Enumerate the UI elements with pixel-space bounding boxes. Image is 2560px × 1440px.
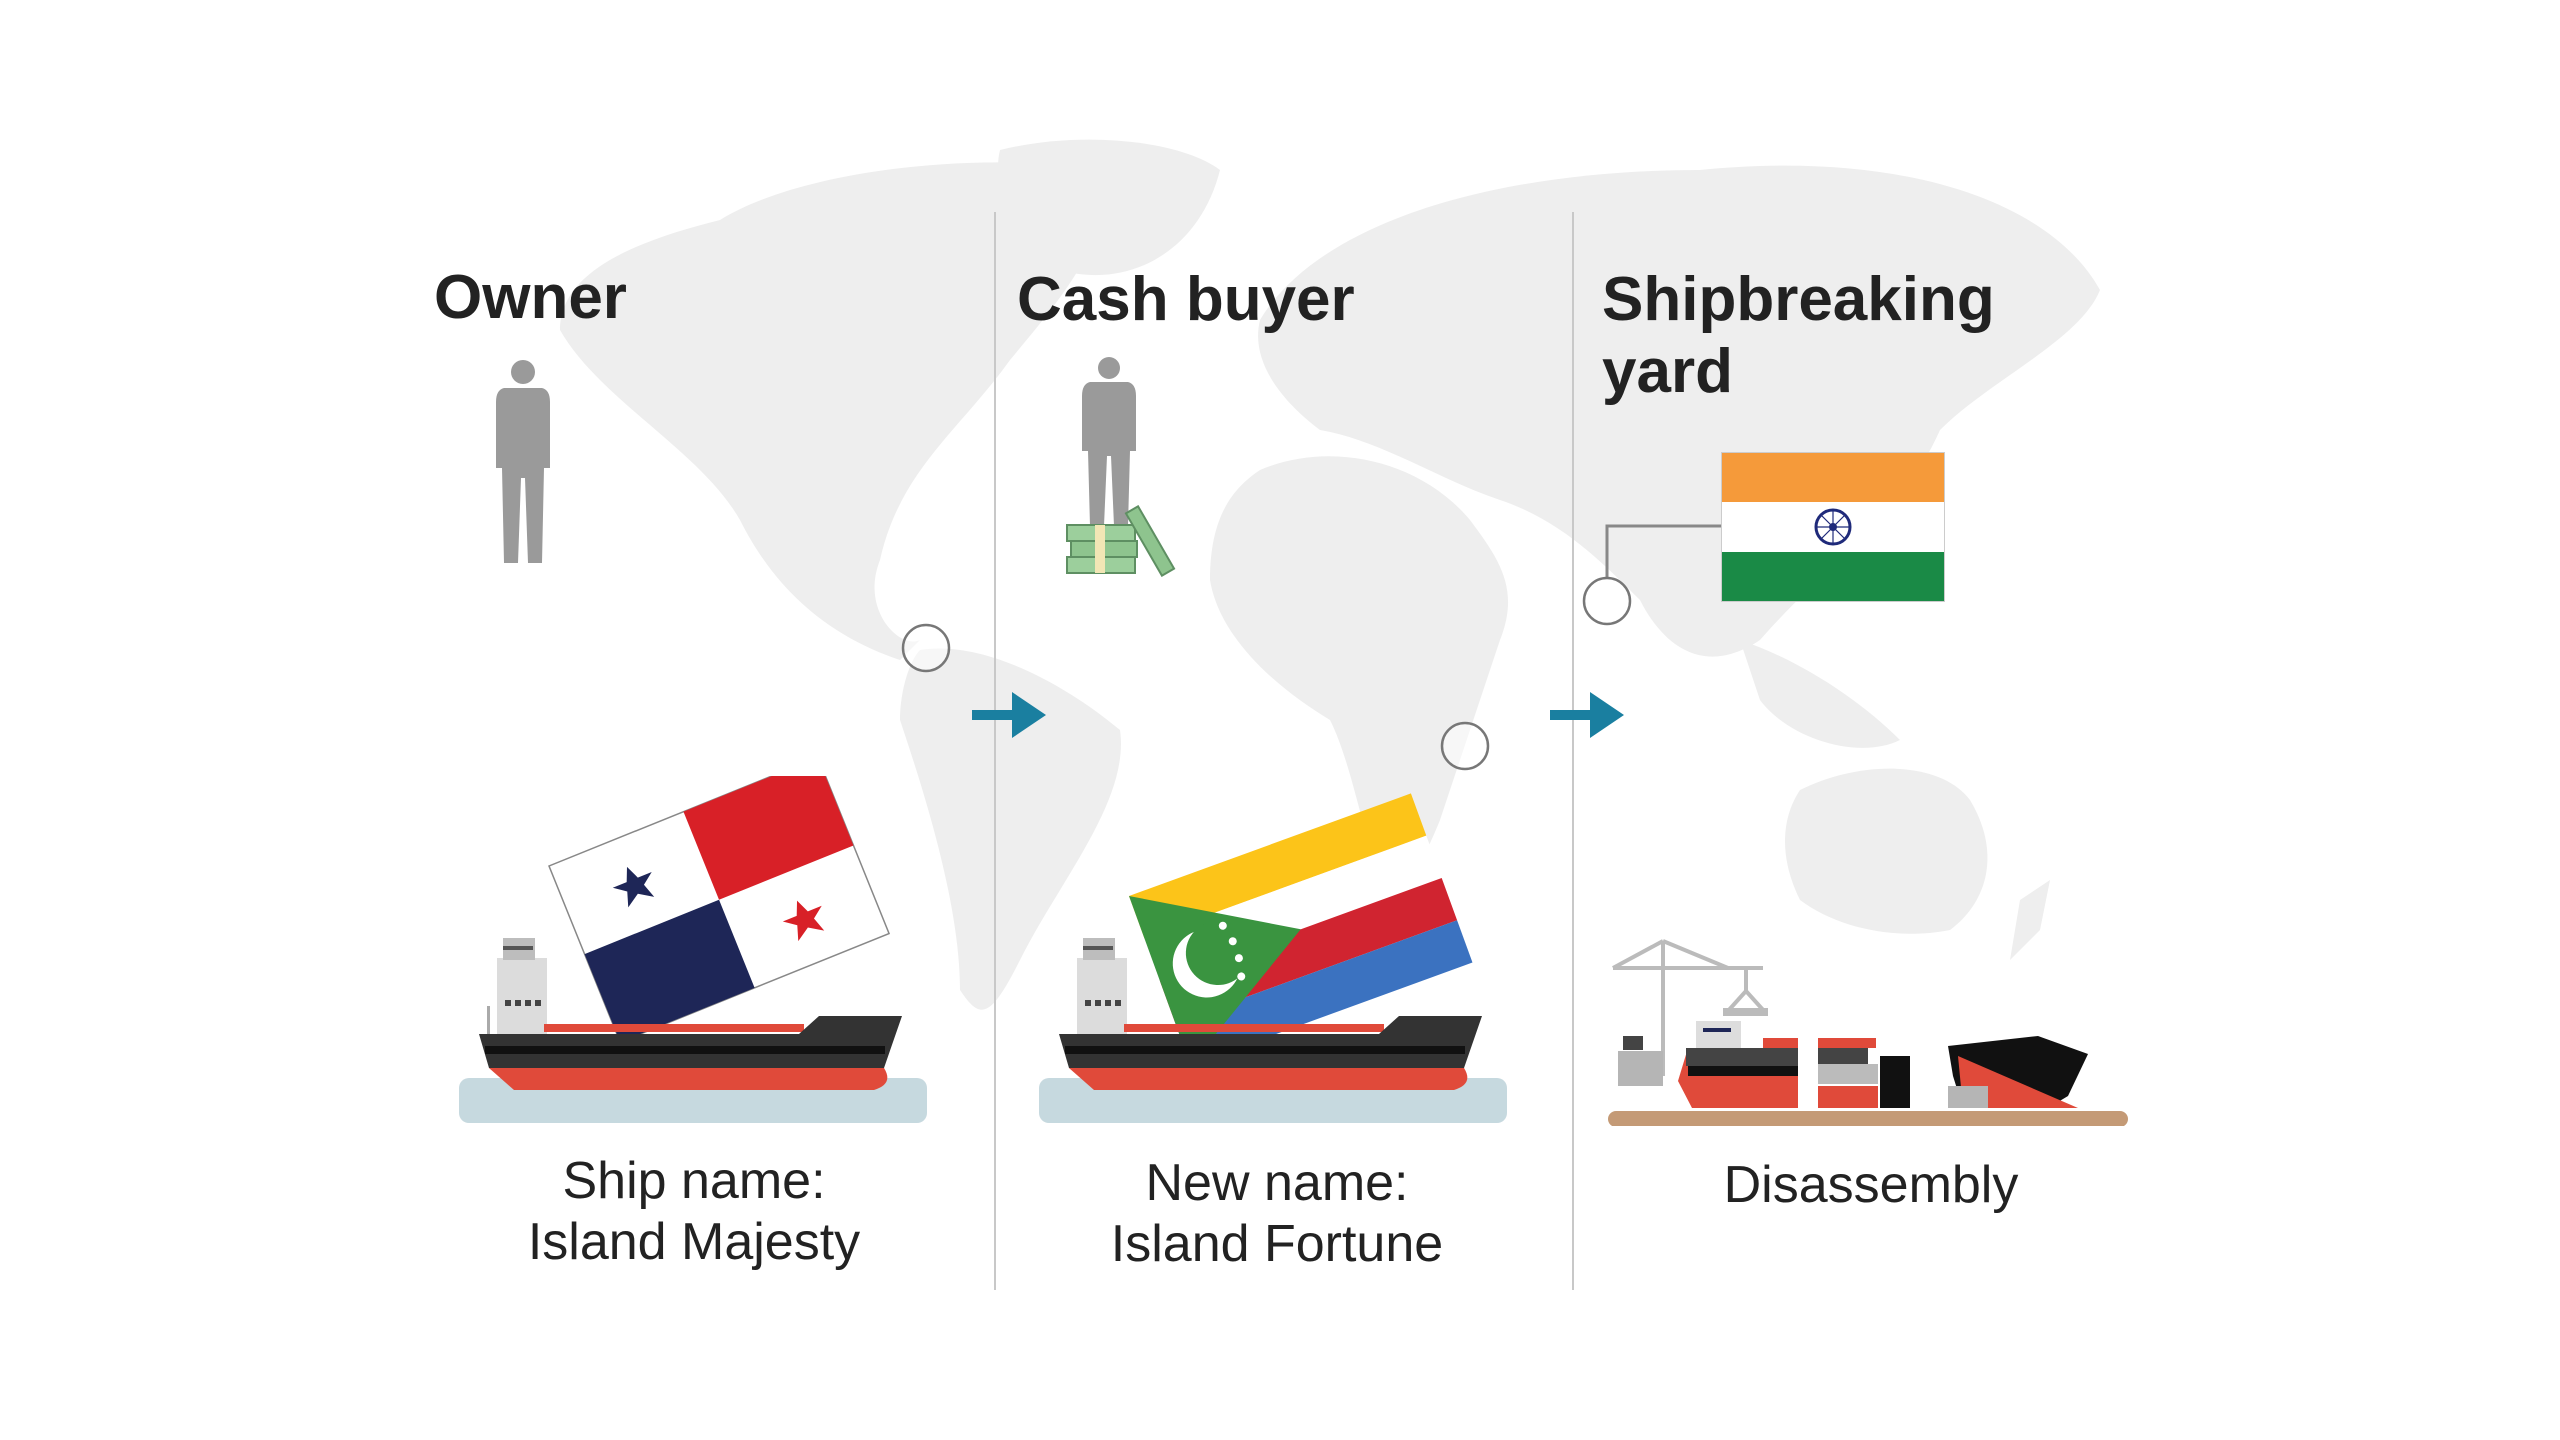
divider-1: [994, 212, 996, 1290]
money-stack-icon: [1066, 505, 1176, 577]
shipbreaking-title-line1: Shipbreaking: [1602, 265, 1995, 334]
southeast-asia: [1740, 640, 1900, 748]
australia: [1785, 768, 1988, 934]
ship-name-label: Ship name:: [562, 1152, 826, 1210]
cash-buyer-caption: New name: Island Fortune: [997, 1153, 1557, 1275]
location-marker-india: [1582, 524, 1726, 626]
owner-title: Owner: [434, 263, 627, 332]
new-name-label: New name:: [1145, 1154, 1409, 1212]
cash-buyer-person-icon: [1082, 357, 1136, 526]
greenland: [998, 139, 1220, 276]
india-flag: [1721, 452, 1945, 602]
shipbreaking-scene: [1608, 939, 2128, 1126]
shipbreaking-title-line2: yard: [1602, 337, 1733, 406]
cash-buyer-title: Cash buyer: [1017, 265, 1355, 334]
location-marker-comoros: [1440, 721, 1490, 771]
owner-person-icon: [496, 360, 550, 563]
ship-panama: [459, 776, 927, 1123]
new-name-value: Island Fortune: [1110, 1215, 1444, 1273]
location-marker-panama: [901, 623, 951, 673]
disassembly-caption: Disassembly: [1723, 1156, 2019, 1214]
shipbreaking-title: Shipbreaking yard: [1602, 264, 1995, 408]
africa: [1210, 456, 1509, 887]
arrow-right-icon: [972, 692, 1046, 738]
new-zealand: [2010, 880, 2050, 960]
north-america: [560, 162, 1104, 660]
arrow-right-icon: [1550, 692, 1624, 738]
ship-comoros: [1039, 793, 1507, 1123]
divider-2: [1572, 212, 1574, 1290]
europe-asia: [1258, 165, 2100, 657]
south-america: [900, 648, 1121, 1010]
owner-caption: Ship name: Island Majesty: [414, 1151, 974, 1273]
panama-flag: [548, 776, 891, 1044]
ship-name-value: Island Majesty: [527, 1213, 861, 1271]
